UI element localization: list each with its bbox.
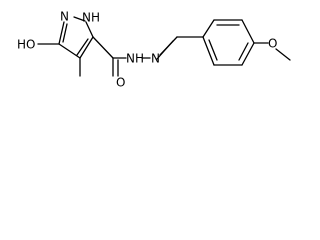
bond-ar-inner3 (208, 39, 218, 61)
atom-label-imine-n: N (151, 52, 160, 66)
atom-label-n-ring: N (60, 10, 69, 24)
bond-o-ch3 (275, 48, 291, 61)
bond-ar-inner2 (238, 42, 249, 61)
bond-c3-c4-double (76, 38, 89, 56)
atom-label-methoxy-o: O (268, 37, 277, 51)
bond-ar4 (241, 42, 255, 66)
atom-label-nh-ring: NH (82, 11, 100, 25)
bond-ar1 (202, 19, 215, 38)
bond-c3-c4 (79, 36, 94, 59)
molecule-diagram: N NH HO O NH N O (0, 0, 296, 117)
bond-n2-c3 (85, 21, 94, 38)
bond-ar6 (202, 36, 215, 66)
atom-label-carbonyl-o: O (116, 76, 125, 90)
bond-c3-carbonyl (92, 36, 114, 59)
bond-c5-n1-double (62, 23, 68, 43)
bond-n-ch-double (156, 40, 174, 60)
atom-label-hydroxyl: HO (17, 38, 35, 52)
bond-c5-n1 (58, 21, 65, 45)
atom-label-hydrazide-nh: NH (126, 52, 144, 66)
bond-ar3 (241, 19, 255, 44)
molecule-structure: N NH HO O NH N O (17, 10, 291, 90)
bond-n1-n2 (73, 16, 86, 22)
bond-c4-c5 (58, 43, 81, 59)
